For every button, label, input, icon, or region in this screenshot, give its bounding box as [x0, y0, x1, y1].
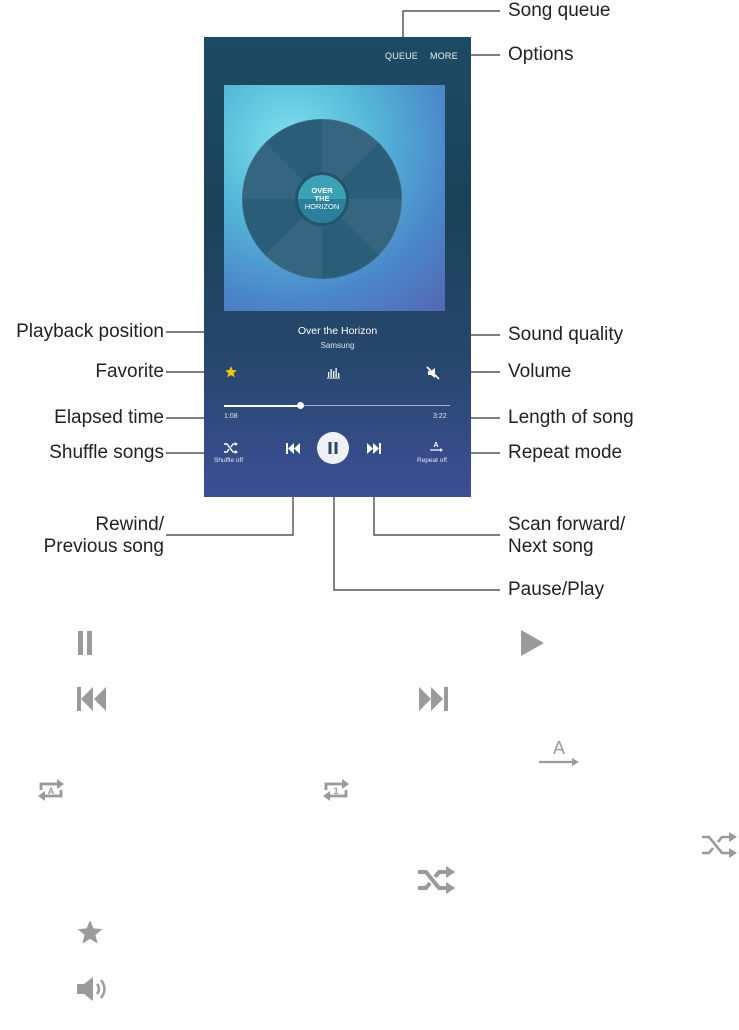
callout-pause-play: Pause/Play — [508, 579, 605, 600]
callout-repeat-mode: Repeat mode — [508, 442, 623, 463]
repeat-label: Repeat off — [417, 457, 447, 464]
callout-length-of-song: Length of song — [508, 407, 634, 428]
seek-bar[interactable] — [224, 405, 450, 406]
callout-options: Options — [508, 44, 574, 65]
shuffle-label: Shuffle off — [214, 457, 244, 464]
next-icon[interactable] — [367, 443, 381, 454]
previous-icon — [77, 687, 106, 711]
callout-rewind: Rewind/ Previous song — [44, 514, 164, 558]
callout-shuffle-songs: Shuffle songs — [49, 442, 164, 463]
album-text-line-1: OVER — [311, 186, 333, 195]
song-artist: Samsung — [320, 341, 355, 350]
more-button[interactable]: MORE — [430, 51, 458, 61]
pause-play-button[interactable] — [317, 432, 349, 464]
callout-favorite: Favorite — [95, 361, 164, 382]
shuffle-icon[interactable] — [224, 442, 238, 454]
callout-rewind-line-1: Rewind/ — [95, 514, 164, 535]
svg-text:A: A — [553, 738, 565, 758]
callout-rewind-line-2: Previous song — [43, 536, 164, 557]
shuffle-off-icon — [702, 832, 737, 858]
player-screen: QUEUE MORE OVER THE HORIZON Over the Hor… — [204, 37, 471, 497]
repeat-all-icon: A — [38, 779, 64, 801]
sound-quality-icon[interactable] — [327, 366, 340, 379]
favorite-star-icon — [77, 920, 103, 944]
play-icon — [521, 630, 544, 656]
favorite-star-icon[interactable] — [224, 365, 238, 379]
callout-sound-quality: Sound quality — [508, 324, 624, 345]
callout-volume: Volume — [508, 361, 572, 382]
volume-icon — [77, 977, 106, 1001]
song-title: Over the Horizon — [297, 325, 378, 337]
repeat-all-arrow-icon: A — [539, 738, 579, 766]
callout-playback-position: Playback position — [16, 321, 164, 342]
queue-button[interactable]: QUEUE — [385, 51, 419, 61]
album-art: OVER THE HORIZON — [224, 85, 445, 311]
album-label: OVER THE HORIZON — [295, 172, 349, 226]
pause-icon — [328, 442, 338, 454]
callout-scan-forward-line-1: Scan forward/ — [508, 514, 626, 535]
callout-scan-forward-line-2: Next song — [508, 536, 594, 557]
elapsed-time: 1:08 — [224, 413, 238, 420]
album-text-line-2: THE — [314, 194, 330, 203]
volume-icon[interactable] — [426, 366, 440, 380]
playback-position-thumb[interactable] — [296, 402, 304, 409]
svg-text:A: A — [48, 786, 55, 796]
pause-icon — [78, 631, 92, 655]
album-disc: OVER THE HORIZON — [242, 119, 402, 279]
seek-bar-progress — [224, 405, 301, 407]
callout-elapsed-time: Elapsed time — [54, 407, 164, 428]
repeat-mode-icon[interactable]: A — [429, 440, 443, 453]
repeat-one-icon: 1 — [323, 779, 349, 801]
svg-text:A: A — [433, 442, 438, 449]
svg-text:1: 1 — [333, 786, 338, 796]
previous-icon[interactable] — [286, 443, 300, 454]
next-icon — [419, 687, 448, 711]
shuffle-on-icon — [418, 866, 455, 894]
album-text-line-3: HORIZON — [304, 202, 340, 211]
song-length: 3:22 — [433, 413, 447, 420]
callout-song-queue: Song queue — [508, 0, 611, 21]
callout-scan-forward: Scan forward/ Next song — [508, 514, 625, 558]
